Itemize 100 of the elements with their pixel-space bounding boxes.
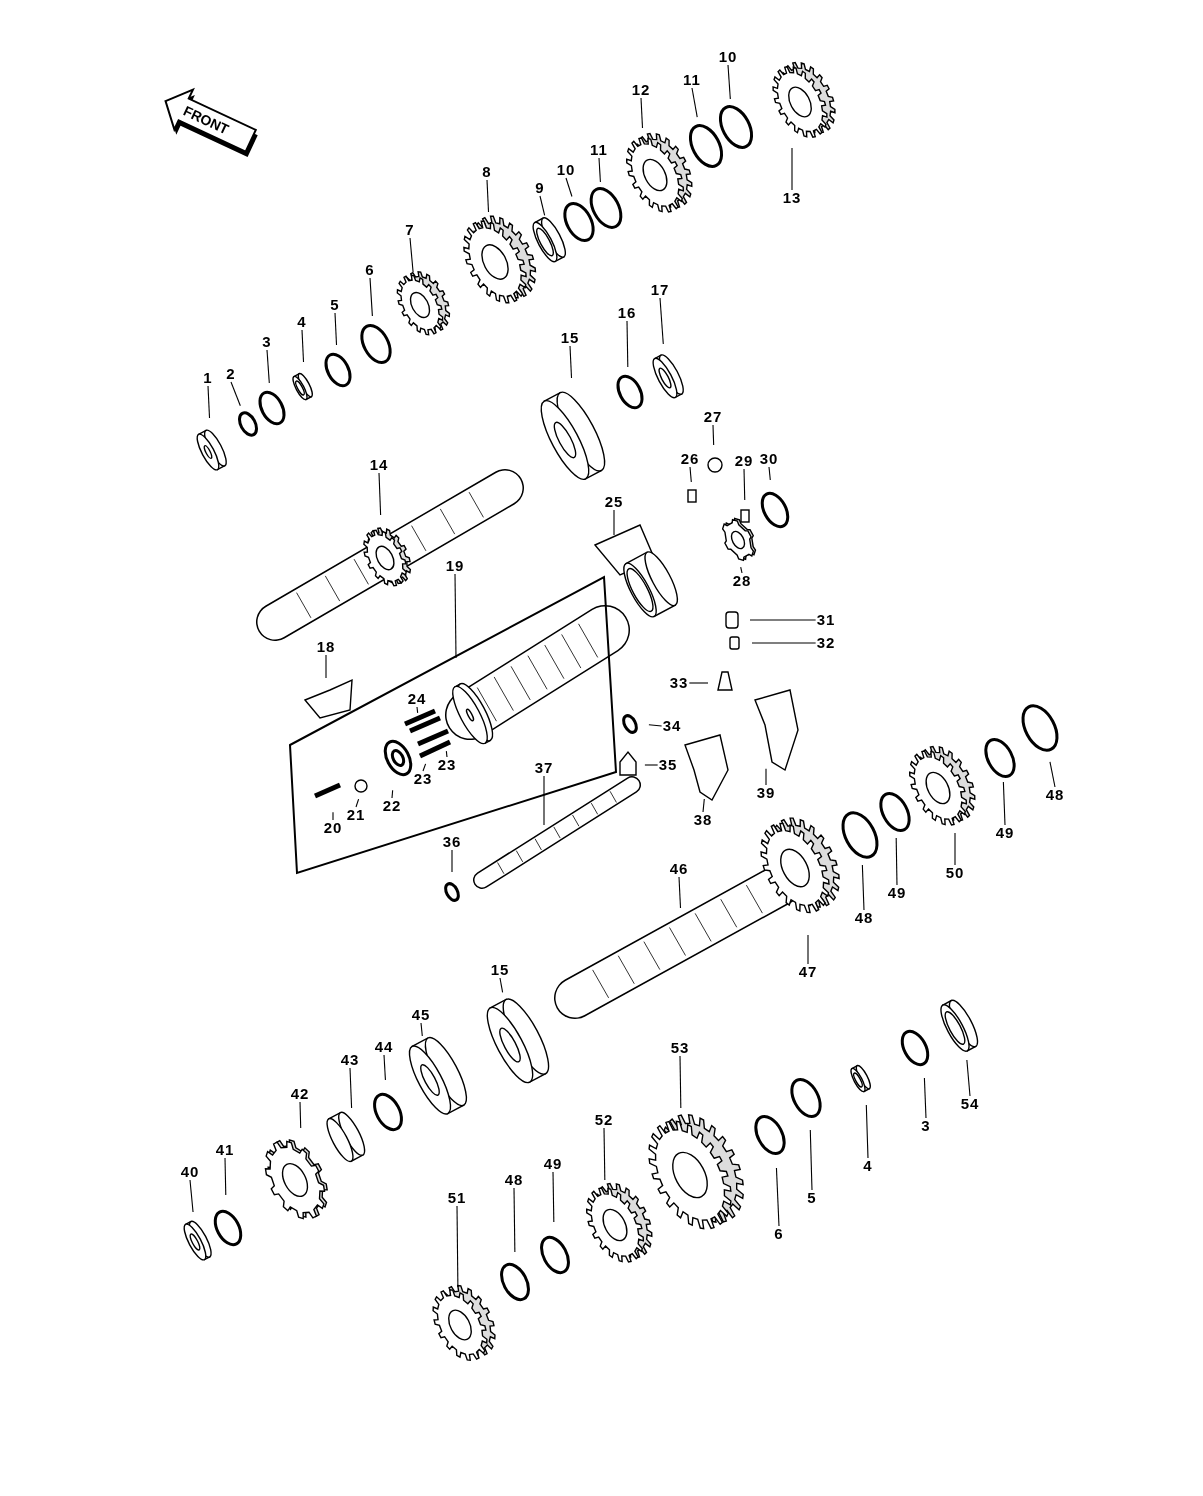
leader-line xyxy=(691,87,698,118)
leader-line xyxy=(416,706,419,714)
callout-number: 10 xyxy=(555,162,577,178)
leader-line xyxy=(1049,761,1056,788)
leader-line xyxy=(712,424,715,446)
callout-number: 49 xyxy=(542,1156,564,1172)
leader-line xyxy=(809,1129,813,1191)
callout-number: 6 xyxy=(773,1226,785,1242)
leader-line xyxy=(301,329,305,363)
leader-line xyxy=(603,1127,606,1181)
leader-line xyxy=(743,468,746,501)
callout-number: 46 xyxy=(668,861,690,877)
callout-number: 22 xyxy=(381,798,403,814)
callout-number: 23 xyxy=(412,771,434,787)
leader-line xyxy=(679,1055,682,1109)
callout-number: 41 xyxy=(214,1142,236,1158)
callout-number: 2 xyxy=(225,366,237,382)
callout-number: 27 xyxy=(702,409,724,425)
callout-number: 48 xyxy=(1044,787,1066,803)
leader-line xyxy=(775,1167,780,1227)
callout-number: 50 xyxy=(944,865,966,881)
callout-number: 26 xyxy=(679,451,701,467)
callout-number: 6 xyxy=(364,262,376,278)
callout-number: 14 xyxy=(368,457,390,473)
callout-number: 11 xyxy=(682,72,702,88)
leader-line xyxy=(895,837,898,886)
callout-number: 33 xyxy=(668,675,690,691)
callout-number: 49 xyxy=(994,825,1016,841)
leader-line xyxy=(378,472,382,516)
leader-line xyxy=(740,566,743,574)
callout-number: 17 xyxy=(649,282,671,298)
callout-number: 19 xyxy=(444,558,466,574)
leader-line xyxy=(451,849,453,873)
callout-number: 4 xyxy=(296,314,308,330)
leader-line xyxy=(207,385,211,419)
leader-line xyxy=(807,934,809,965)
callout-number: 51 xyxy=(446,1190,468,1206)
callout-number: 16 xyxy=(616,305,638,321)
leader-line xyxy=(552,1171,555,1223)
leader-line xyxy=(702,798,705,813)
callout-number: 48 xyxy=(853,910,875,926)
leader-line xyxy=(727,64,731,100)
callout-number: 32 xyxy=(815,635,837,651)
leader-line xyxy=(325,654,327,679)
callout-number: 11 xyxy=(589,142,609,158)
callout-number: 18 xyxy=(315,639,337,655)
leader-line xyxy=(383,1054,386,1081)
leader-line xyxy=(689,466,692,483)
leader-line xyxy=(539,195,546,216)
leader-line xyxy=(189,1179,194,1213)
leader-line xyxy=(598,157,601,183)
leader-line xyxy=(678,876,682,909)
callout-number: 25 xyxy=(603,494,625,510)
callout-number: 24 xyxy=(406,691,428,707)
leader-line xyxy=(648,724,663,727)
callout-number: 42 xyxy=(289,1086,311,1102)
leader-line xyxy=(791,147,793,191)
callout-number: 20 xyxy=(322,820,344,836)
leader-line xyxy=(355,798,360,808)
callout-number: 3 xyxy=(920,1118,932,1134)
leader-line xyxy=(954,832,956,866)
callout-number: 21 xyxy=(345,807,367,823)
leader-line xyxy=(513,1187,516,1253)
leader-line xyxy=(765,768,767,786)
leader-line xyxy=(391,789,394,799)
callout-number: 13 xyxy=(781,190,803,206)
leader-line xyxy=(865,1104,869,1159)
leader-line xyxy=(299,1101,302,1129)
leader-line xyxy=(266,349,270,384)
callout-number: 40 xyxy=(179,1164,201,1180)
callout-number: 15 xyxy=(559,330,581,346)
callout-number: 29 xyxy=(733,453,755,469)
leader-line xyxy=(688,682,709,684)
callout-number: 43 xyxy=(339,1052,361,1068)
callout-number: 31 xyxy=(815,612,837,628)
callout-number: 52 xyxy=(593,1112,615,1128)
callout-number: 39 xyxy=(755,785,777,801)
leader-line xyxy=(454,573,457,659)
leader-line xyxy=(334,312,338,346)
leader-line xyxy=(644,764,659,766)
leader-line xyxy=(230,381,241,407)
leader-line xyxy=(565,177,573,198)
callout-number: 8 xyxy=(481,164,493,180)
callout-number: 47 xyxy=(797,964,819,980)
callout-number: 9 xyxy=(534,180,546,196)
callout-number: 38 xyxy=(692,812,714,828)
callout-number: 34 xyxy=(661,718,683,734)
leader-line xyxy=(499,977,504,993)
leader-line xyxy=(569,345,573,379)
callout-number: 5 xyxy=(329,297,341,313)
leader-line xyxy=(445,750,448,758)
callout-number: 37 xyxy=(533,760,555,776)
callout-number: 1 xyxy=(202,370,214,386)
leader-line xyxy=(861,864,865,911)
leader-line xyxy=(422,763,427,772)
callout-number: 15 xyxy=(489,962,511,978)
callout-number: 10 xyxy=(717,49,739,65)
leader-line xyxy=(224,1157,227,1196)
leader-line xyxy=(1002,781,1006,826)
leader-line xyxy=(456,1205,459,1288)
